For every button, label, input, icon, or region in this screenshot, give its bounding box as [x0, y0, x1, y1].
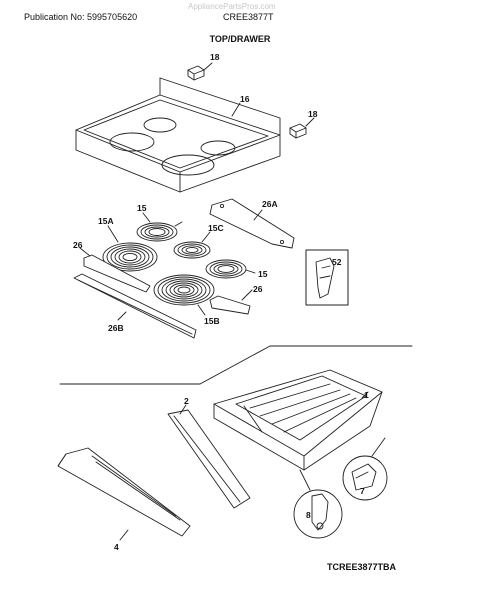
callout-26A: 26A: [262, 199, 278, 209]
leader-7-pointer: [371, 437, 386, 457]
leader-2: [179, 404, 187, 415]
part-4-drawer-front[interactable]: [57, 447, 191, 537]
part-1-drawer-box[interactable]: [213, 369, 383, 471]
part-52-box[interactable]: [305, 249, 349, 306]
part-15C-burner[interactable]: [173, 241, 211, 259]
callout-16: 16: [240, 94, 250, 104]
callout-18-right: 18: [308, 109, 318, 119]
callout-4: 4: [114, 542, 119, 552]
leader-15A: [107, 225, 119, 243]
reference-code: TCREE3877TBA: [327, 562, 397, 572]
watermark: AppliancePartsPros.com: [188, 2, 276, 11]
part-8-roller[interactable]: [293, 489, 343, 539]
callout-15B: 15B: [204, 316, 220, 326]
leader-26A: [253, 209, 263, 221]
part-7-glide[interactable]: [342, 455, 388, 501]
part-16-cooktop[interactable]: [75, 77, 281, 193]
leader-1: [361, 391, 369, 399]
leader-15B: [197, 304, 206, 316]
leader-16: [231, 102, 241, 117]
callout-18-top: 18: [210, 52, 220, 62]
part-26-bracket-right[interactable]: [209, 295, 251, 315]
part-15A-burner-large[interactable]: [102, 242, 158, 272]
part-15-burner-small[interactable]: [136, 221, 183, 242]
leader-26-right: [241, 289, 253, 301]
callout-7: 7: [360, 486, 365, 496]
callout-26B: 26B: [108, 323, 124, 333]
callout-1: 1: [364, 390, 369, 400]
publication-number: Publication No: 5995705620: [24, 12, 138, 22]
diagram-title: TOP/DRAWER: [209, 34, 271, 44]
leader-26B: [117, 311, 127, 321]
part-26-bracket-left[interactable]: [83, 254, 151, 293]
leader-15-top: [142, 212, 151, 223]
part-18-clip-top[interactable]: [187, 65, 205, 81]
part-26A-bracket[interactable]: [209, 198, 295, 249]
leader-15C: [201, 231, 211, 243]
callout-15-right: 15: [258, 269, 268, 279]
separator-line-top: [199, 345, 413, 385]
callout-52: 52: [332, 257, 342, 267]
leader-18-right: [305, 117, 315, 127]
part-26B-trim-strip[interactable]: [73, 273, 197, 339]
callout-15C: 15C: [208, 223, 224, 233]
leader-18-top: [203, 62, 213, 71]
model-number: CREE3877T: [223, 12, 274, 22]
callout-2: 2: [184, 396, 189, 406]
leader-26-left: [79, 247, 91, 257]
callout-15A: 15A: [98, 216, 114, 226]
callout-26-right: 26: [253, 284, 263, 294]
leader-15-right: [245, 269, 256, 274]
part-15B-burner-large[interactable]: [153, 274, 215, 306]
callout-8: 8: [306, 510, 311, 520]
leader-8-pointer: [299, 469, 311, 491]
callout-15-top: 15: [137, 203, 147, 213]
part-15-burner-right[interactable]: [205, 259, 247, 279]
callout-26-left: 26: [73, 240, 83, 250]
part-18-clip-right[interactable]: [289, 123, 307, 139]
leader-4: [119, 529, 129, 541]
